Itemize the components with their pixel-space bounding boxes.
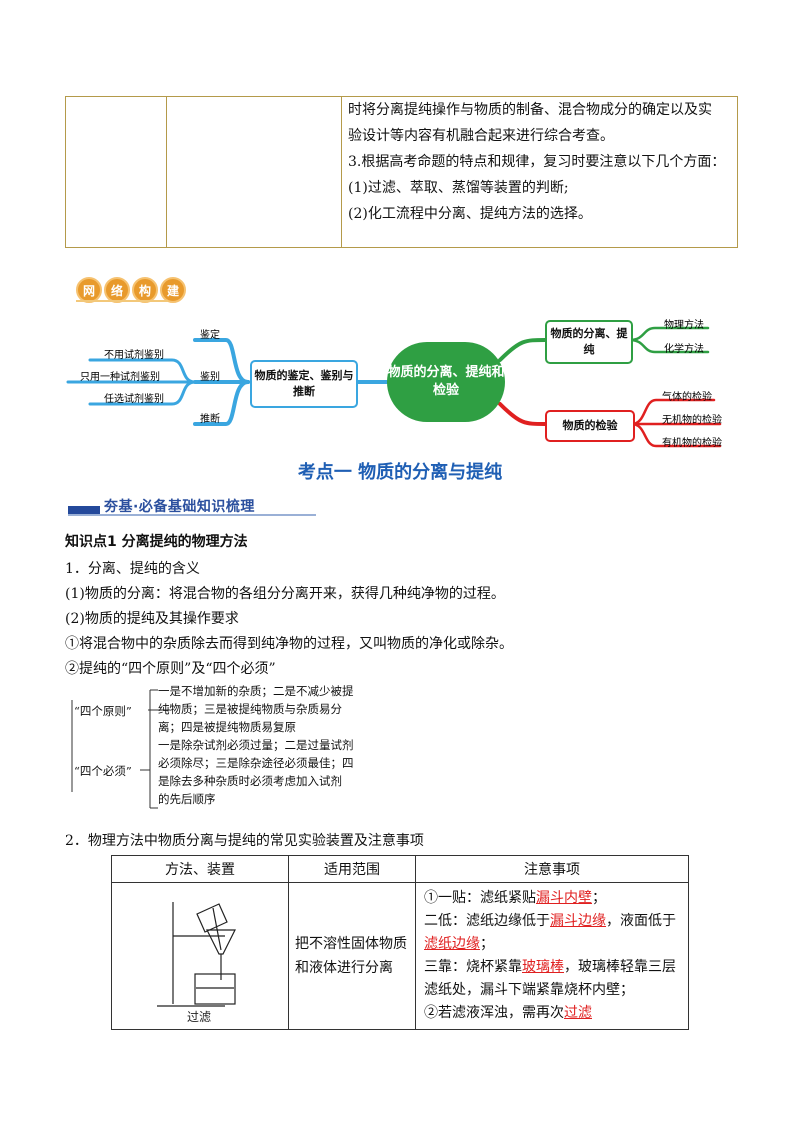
connector-blue [193, 380, 250, 426]
mindmap-right-bottom-box: 物质的检验 [545, 410, 635, 442]
note-text: ，玻璃棒轻靠三层 [564, 959, 676, 975]
principle-line: 纯物质；三是被提纯物质与杂质易分 [158, 702, 342, 716]
banner-char: 构 [132, 277, 158, 303]
table-row: 过滤 把不溶性固体物质 和液体进行分离 ①一贴：滤纸紧贴漏斗内壁； 二低：滤纸边… [111, 882, 689, 1030]
column-header: 适用范围 [288, 855, 416, 883]
banner-underline [76, 300, 168, 302]
scope-cell: 把不溶性固体物质 和液体进行分离 [288, 882, 416, 1030]
leaf-label: 无机物的检验 [662, 415, 722, 426]
leaf-label: 物理方法 [664, 320, 704, 331]
device-caption: 过滤 [187, 1010, 211, 1024]
mindmap-right-top-box: 物质的分离、提纯 [545, 320, 633, 364]
leaf-label: 不用试剂鉴别 [104, 350, 164, 361]
note-text: ； [480, 936, 494, 952]
knowledge-point-heading: 知识点1 分离提纯的物理方法 [65, 534, 248, 550]
mindmap-center-node: 物质的分离、提纯和检验 [387, 342, 505, 422]
mindmap-connectors [66, 326, 722, 448]
filtration-apparatus-icon: 过滤 [157, 902, 236, 1024]
note-text: ； [592, 890, 606, 906]
table-divider [166, 97, 167, 247]
leaf-label: 只用一种试剂鉴别 [80, 372, 160, 383]
leaf-label: 有机物的检验 [662, 438, 722, 449]
separation-methods-table: 方法、装置 适用范围 注意事项 过滤 把不溶性固体物 [111, 855, 689, 1030]
note-text: 滤纸处，漏斗下端紧靠烧杯内壁； [424, 982, 634, 998]
note-text: 三靠：烧杯紧靠 [424, 959, 522, 975]
leaf-label: 任选试剂鉴别 [104, 394, 164, 405]
network-banner: 网 络 构 建 [76, 277, 186, 303]
connector-red [630, 422, 722, 448]
text-line: (1)过滤、萃取、蒸馏等装置的判断; [348, 180, 569, 196]
principle-label: “四个原则” [74, 704, 132, 718]
requirement-line: 一是除杂试剂必须过量；二是过量试剂 [158, 738, 354, 752]
device-cell: 过滤 [111, 882, 289, 1030]
section-bar-line [68, 514, 316, 516]
text-line: 时将分离提纯操作与物质的制备、混合物成分的确定以及实 [348, 102, 712, 118]
note-text: ，液面低于 [606, 913, 676, 929]
note-text: 二低：滤纸边缘低于 [424, 913, 550, 929]
text-line: (2)化工流程中分离、提纯方法的选择。 [348, 206, 592, 222]
connector-blue [88, 380, 197, 406]
column-header: 方法、装置 [111, 855, 289, 883]
scope-line: 和液体进行分离 [295, 960, 393, 976]
branch-label: 推断 [200, 414, 220, 425]
requirement-label: “四个必须” [74, 764, 132, 778]
table-cell-content: 时将分离提纯操作与物质的制备、混合物成分的确定以及实 验设计等内容有机融合起来进… [348, 97, 732, 227]
connector-red [498, 402, 547, 426]
table-header-row: 方法、装置 适用范围 注意事项 [111, 855, 689, 883]
branch-label: 鉴别 [200, 372, 220, 383]
notes-cell: ①一贴：滤纸紧贴漏斗内壁； 二低：滤纸边缘低于漏斗边缘，液面低于 滤纸边缘； 三… [415, 882, 689, 1030]
leaf-label: 化学方法 [664, 344, 704, 355]
scope-line: 把不溶性固体物质 [295, 936, 407, 952]
connector-green [628, 338, 710, 354]
requirement-text: 一是除杂试剂必须过量；二是过量试剂 必须除尽；三是除杂途径必须最佳；四 是除去多… [158, 736, 354, 808]
section-bar-fill [68, 506, 100, 515]
note-keyword: 漏斗内壁 [536, 890, 592, 906]
text-line: ①将混合物中的杂质除去而得到纯净物的过程，又叫物质的净化或除杂。 [65, 636, 513, 652]
text-line: 1．分离、提纯的含义 [65, 561, 200, 577]
note-keyword: 漏斗边缘 [550, 913, 606, 929]
principle-line: 一是不增加新的杂质；二是不减少被提 [158, 684, 354, 698]
text-line: (2)物质的提纯及其操作要求 [65, 611, 239, 627]
requirement-line: 必须除尽；三是除杂途径必须最佳；四 [158, 756, 354, 770]
banner-char: 络 [104, 277, 130, 303]
column-header: 注意事项 [415, 855, 689, 883]
text-line: 3.根据高考命题的特点和规律，复习时要注意以下几个方面： [348, 154, 726, 170]
requirement-line: 是除去多种杂质时必须考虑加入试剂 [158, 774, 342, 788]
kaodian-title: 考点一 物质的分离与提纯 [297, 462, 503, 483]
text-line: ②提纯的“四个原则”及“四个必须” [65, 661, 276, 677]
note-keyword: 过滤 [564, 1005, 592, 1021]
principles-brackets [71, 689, 170, 809]
section-title: 夯基·必备基础知识梳理 [104, 499, 255, 515]
requirement-line: 的先后顺序 [158, 792, 216, 806]
branch-label: 鉴定 [200, 330, 220, 341]
note-text: ①一贴：滤纸紧贴 [424, 890, 536, 906]
note-keyword: 玻璃棒 [522, 959, 564, 975]
banner-char: 建 [160, 277, 186, 303]
mindmap-left-box: 物质的鉴定、鉴别与推断 [250, 360, 358, 408]
connector-green [498, 338, 547, 362]
note-text: ②若滤液浑浊，需再次 [424, 1005, 564, 1021]
section-heading: 2．物理方法中物质分离与提纯的常见实验装置及注意事项 [65, 833, 424, 849]
table-divider [341, 97, 342, 247]
note-keyword: 滤纸边缘 [424, 936, 480, 952]
banner-char: 网 [76, 277, 102, 303]
principle-line: 离；四是被提纯物质易复原 [158, 720, 296, 734]
section-banner: 夯基·必备基础知识梳理 [68, 496, 316, 518]
text-line: 验设计等内容有机融合起来进行综合考查。 [348, 128, 614, 144]
principle-text: 一是不增加新的杂质；二是不减少被提 纯物质；三是被提纯物质与杂质易分 离；四是被… [158, 682, 354, 736]
leaf-label: 气体的检验 [662, 392, 712, 403]
text-line: (1)物质的分离：将混合物的各组分分离开来，获得几种纯净物的过程。 [65, 586, 505, 602]
top-table: 时将分离提纯操作与物质的制备、混合物成分的确定以及实 验设计等内容有机融合起来进… [65, 96, 738, 248]
